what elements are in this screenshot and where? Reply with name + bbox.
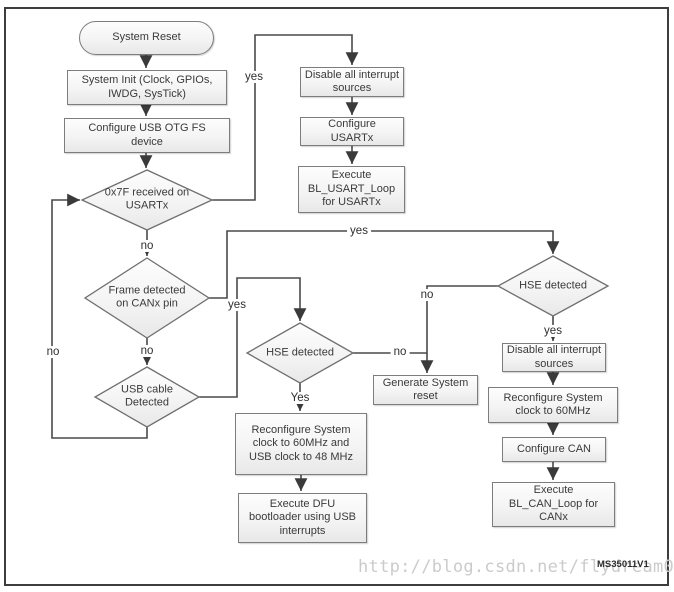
edge-label-usb-no: no [43,346,63,358]
figure-id: MS35011V1 [597,559,649,570]
diamond-hse-check-usb [245,322,355,384]
edge-usb-yes-line [199,277,307,398]
diamond-hse-check-can [496,255,610,317]
node-system-init: System Init (Clock, GPIOs, IWDG, SysTick… [67,70,227,105]
label-can-frame-check: Frame detected on CANx pin [108,284,186,310]
edge-label-hse-usb-no: no [390,346,410,358]
label-hse-check-can: HSE detected [519,279,587,292]
diamond-can-frame-check [83,257,211,339]
node-generate-reset: Generate System reset [373,375,478,405]
edge-label-hse-usb-yes: Yes [287,392,313,404]
edge-label-usb-yes: yes [225,299,249,311]
node-execute-bl-usart-loop: Execute BL_USART_Loop for USARTx [298,166,405,213]
label-usart-check: 0x7F received on USARTx [104,186,190,212]
edge-label-usart-no: no [137,240,157,252]
edge-label-usart-yes: yes [242,71,266,83]
diamond-usart-check [80,169,214,231]
node-configure-usartx: Configure USARTx [300,117,404,146]
node-execute-bl-can-loop: Execute BL_CAN_Loop for CANx [492,482,615,527]
node-configure-usb-otg: Configure USB OTG FS device [64,118,230,153]
edge-label-hse-can-yes: yes [541,325,565,337]
edge-label-hse-can-no: no [417,289,437,301]
node-configure-can: Configure CAN [502,437,606,462]
edge-hse-can-no-line [420,285,498,373]
node-system-reset: System Reset [79,21,214,55]
label-usb-cable-check: USB cable Detected [121,383,173,409]
edge-usart-yes-line [212,34,359,201]
node-disable-interrupts-usart: Disable all interrupt sources [300,67,404,97]
csdn-watermark: http://blog.csdn.net/flydream0 [358,557,674,577]
edge-usb-no-loop-line [51,193,148,439]
node-disable-interrupts-can: Disable all interrupt sources [502,343,606,372]
node-reconfigure-clock-usb: Reconfigure System clock to 60MHz and US… [235,413,367,475]
diamond-usb-cable-check [93,366,201,428]
edge-label-can-no: no [137,345,157,357]
figure-border [4,7,669,586]
node-reconfigure-clock-can: Reconfigure System clock to 60MHz [488,387,618,423]
node-execute-dfu: Execute DFU bootloader using USB interru… [238,493,367,543]
edge-can-yes-line [209,230,560,299]
label-hse-check-usb: HSE detected [266,346,334,359]
edge-label-can-yes: yes [347,225,371,237]
